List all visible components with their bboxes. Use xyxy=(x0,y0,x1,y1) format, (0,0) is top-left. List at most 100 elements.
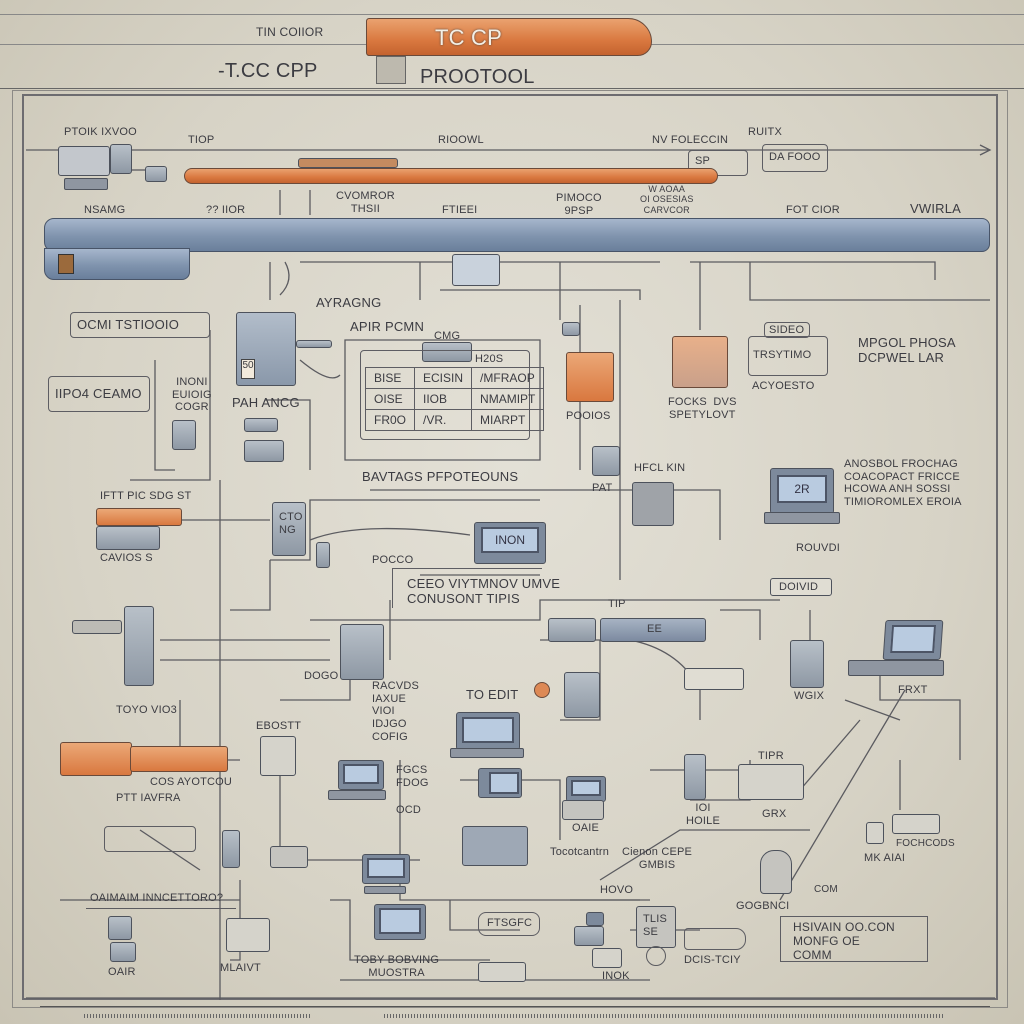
label-sub-7: VWIRLA xyxy=(910,201,962,216)
label-ocd: OCD xyxy=(396,804,422,816)
laptop-frame xyxy=(566,776,606,802)
laptop-icon xyxy=(574,926,604,946)
label-oama: OAIMAIM INNCETTORO? xyxy=(90,892,224,904)
hub-icon xyxy=(244,440,284,462)
port-icon xyxy=(58,254,74,274)
ftsgfc-box: FTSGFC xyxy=(478,912,540,936)
header-rule xyxy=(0,14,1024,15)
gray-module xyxy=(96,526,160,550)
keyboard-icon xyxy=(64,178,108,190)
orange-module xyxy=(96,508,182,526)
label-mlaet: MLAIVT xyxy=(220,962,261,974)
robot-camera-icon xyxy=(760,850,792,894)
da-label: DA FOOO xyxy=(769,151,821,163)
hpo-box: IIPO4 CEAMO xyxy=(48,376,150,412)
table-cell: /MFRAOP xyxy=(471,367,545,389)
connector-icon xyxy=(316,542,330,568)
printer-device xyxy=(340,624,384,680)
terminal-icon xyxy=(632,482,674,526)
laptop-frame xyxy=(338,760,384,790)
label-inok: INOK xyxy=(602,970,630,982)
table-row: FR0O/VR.MIARPT xyxy=(364,409,545,431)
small-orange-bar xyxy=(298,158,398,168)
scale-bar xyxy=(84,1014,310,1018)
title-banner: TC CP xyxy=(366,18,652,56)
module-ss-device: TLIS SE xyxy=(636,906,676,948)
tray-icon xyxy=(478,962,526,982)
scale-bar xyxy=(384,1014,944,1018)
module-ct-label: CTO NG xyxy=(279,511,303,536)
laptop-frame: 2R xyxy=(770,468,834,514)
sp-box: SP xyxy=(688,150,748,176)
table-cell: BISE xyxy=(364,367,416,389)
label-tipr: TIPR xyxy=(758,750,784,762)
diagram-frame xyxy=(22,94,998,1000)
switch-icon xyxy=(422,342,472,362)
file-cabinet-icon xyxy=(260,736,296,776)
network-bus-blue xyxy=(44,218,990,252)
label-sub-6: FOT CIOR xyxy=(786,204,840,216)
laptop-screen xyxy=(571,780,601,796)
label-inoni: INONI EUIOIG COGR xyxy=(172,376,212,414)
label-pah-ancg: PAH ANCG xyxy=(232,395,300,410)
laptop-keyboard xyxy=(848,660,944,676)
label-mpgol: MPGOL PHOSA DCPWEL LAR xyxy=(858,335,956,365)
page-title: PROOTOOL xyxy=(420,66,535,88)
tcp-pipeline-orange xyxy=(184,168,718,184)
label-dogo: DOGO xyxy=(304,670,339,682)
label-pooxs: POOIOS xyxy=(566,410,611,422)
title-block-icon xyxy=(376,56,406,84)
connector-icon xyxy=(145,166,167,182)
desktop-base xyxy=(364,886,406,894)
network-device-icon xyxy=(58,146,110,176)
label-hovo: HOVO xyxy=(600,884,634,896)
doivid-box: DOIVID xyxy=(770,578,832,596)
tower-slim-icon xyxy=(222,830,240,868)
label-frxt: FRXT xyxy=(898,684,928,696)
table-cell: /VR. xyxy=(414,409,473,431)
title-main-left: -T.CC CPP xyxy=(218,60,318,82)
control-panel-icon xyxy=(672,336,728,388)
adapter-icon xyxy=(684,668,744,690)
table-cell: OISE xyxy=(364,388,416,410)
label-ruitx: RUITX xyxy=(748,126,782,138)
bottom-rule xyxy=(40,1006,990,1007)
label-toyo: TOYO VIO3 xyxy=(116,704,177,716)
label-sub-3: FTIEEI xyxy=(442,204,478,216)
ocmi-label: OCMI TSTIOOIO xyxy=(77,317,180,332)
desktop-screen xyxy=(489,772,519,794)
empty-box xyxy=(104,826,196,852)
router-icon xyxy=(562,800,604,820)
dial-icon xyxy=(646,946,666,966)
small-screen-icon xyxy=(586,912,604,926)
label-aprogno: AYRAGNG xyxy=(316,295,382,310)
trsytmo-box: TRSYTIMO xyxy=(748,336,828,376)
label-apr-pcmn: APIR PCMN xyxy=(350,319,425,334)
label-oair: OAIR xyxy=(108,966,136,978)
desktop-monitor xyxy=(362,854,410,884)
label-cienc: Cienon CEPE GMBIS xyxy=(622,846,693,871)
title-left-caption: TIN COIIOR xyxy=(256,25,324,39)
desktop-screen xyxy=(379,908,421,934)
table-cell: ECISIN xyxy=(414,367,473,389)
cable-plug-icon xyxy=(72,620,122,634)
table-header: H20S xyxy=(475,353,504,365)
sdeo-label: SIDEO xyxy=(769,324,805,336)
orange-device xyxy=(60,742,132,776)
module-value: 50 xyxy=(241,359,255,379)
antenna-icon xyxy=(296,340,332,348)
label-cos: COS AYOTCOU xyxy=(150,776,233,788)
laptop-screen xyxy=(343,764,379,784)
label-sub-2: CVOMROR THSII xyxy=(336,190,395,215)
monitor-icon xyxy=(452,254,500,286)
device-tray-icon xyxy=(892,814,940,834)
label-sub-1: ?? IIOR xyxy=(206,204,246,216)
sdeo-box: SIDEO xyxy=(764,322,810,338)
label-mk-ana: MK AIAI xyxy=(864,852,906,864)
label-tip: TIP xyxy=(608,598,626,610)
label-fgcs: FGCS FDOG xyxy=(396,764,429,789)
label-nv-folecc: NV FOLECCIN xyxy=(652,134,729,146)
laptop-screen: 2R xyxy=(777,475,827,503)
